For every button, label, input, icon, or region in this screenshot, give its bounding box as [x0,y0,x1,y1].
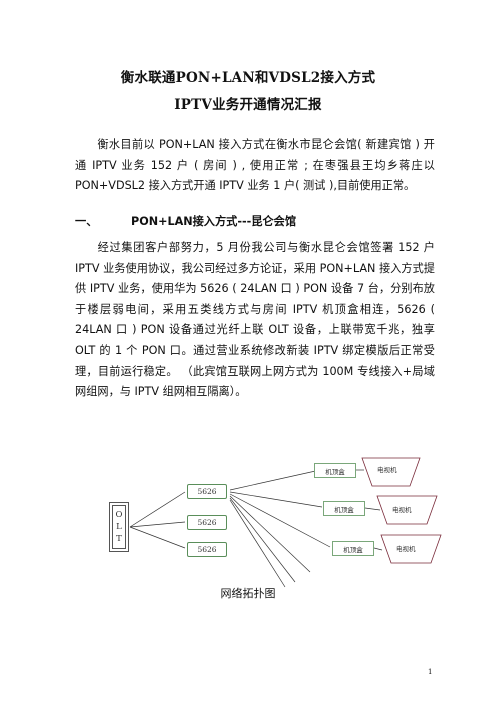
diagram-caption: 网络拓扑图 [220,587,276,600]
olt-device: O L T [109,502,129,552]
set-top-box: 机顶盒 [323,501,365,516]
intro-paragraph: 衡水目前以 PON+LAN 接入方式在衡水市昆仑会馆( 新建宾馆 ) 开通 IP… [75,135,435,197]
network-topology-diagram: O L T 5626 5626 5626 机顶盒 机顶盒 机顶盒 电视机 电视机… [90,452,450,612]
document-subtitle: IPTV业务开通情况汇报 [174,97,322,113]
olt-letter: L [116,522,122,532]
tv-label: 电视机 [392,506,412,514]
intro-text: 衡水目前以 PON+LAN 接入方式在衡水市昆仑会馆( 新建宾馆 ) 开通 IP… [75,138,435,193]
set-top-box: 机顶盒 [332,541,374,556]
section-body: 经过集团客户部努力，5 月份我公司与衡水昆仑会馆签署 152 户 IPTV 业务… [75,238,435,403]
document-title: 衡水联通PON+LAN和VDSL2接入方式 [120,70,376,86]
section-body-text: 经过集团客户部努力，5 月份我公司与衡水昆仑会馆签署 152 户 IPTV 业务… [75,241,435,399]
section-title: PON+LAN接入方式---昆仑会馆 [131,215,297,228]
section-heading: 一、 PON+LAN接入方式---昆仑会馆 [75,213,296,229]
topology-lines [129,457,442,588]
olt-letter: T [116,534,122,544]
page-number: 1 [428,668,433,676]
onu-switch: 5626 [187,542,227,557]
onu-switch: 5626 [187,515,227,530]
tv-label: 电视机 [396,545,416,553]
section-number: 一、 [75,215,98,228]
set-top-box: 机顶盒 [314,463,356,478]
onu-switch: 5626 [187,484,227,499]
olt-letter: O [115,510,123,520]
tv-label: 电视机 [377,466,397,474]
